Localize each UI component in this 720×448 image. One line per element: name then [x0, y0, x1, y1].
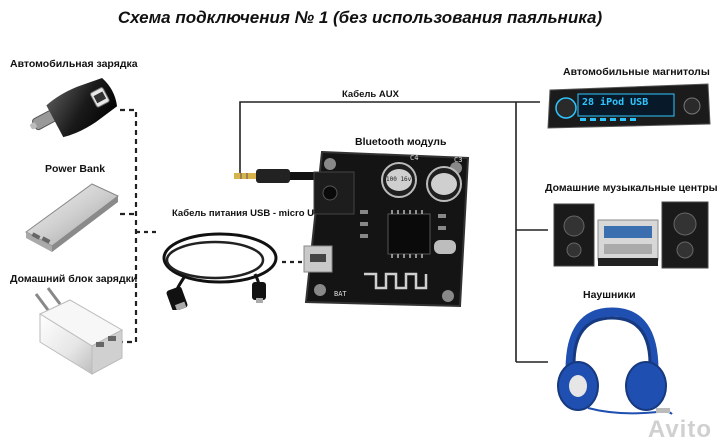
target-label-car-stereo: Автомобильные магнитолы	[563, 66, 710, 78]
module-label: Bluetooth модуль	[355, 136, 447, 148]
aux-jack-icon	[234, 169, 324, 183]
power-bank-icon	[25, 183, 119, 252]
car-stereo-icon	[547, 83, 711, 129]
silkscreen-bat: BAT	[334, 290, 347, 298]
hifi-system-icon	[553, 201, 709, 269]
silkscreen-c3: C3	[454, 156, 463, 164]
target-label-headphones: Наушники	[583, 289, 636, 301]
watermark-logo: Avito	[647, 416, 712, 443]
wall-charger-icon	[34, 287, 124, 375]
source-label-wall-charger: Домашний блок зарядки	[10, 273, 138, 285]
power-cable-label: Кабель питания USB - micro USB	[172, 208, 328, 219]
headphones-icon	[557, 307, 673, 415]
target-label-hifi: Домашние музыкальные центры	[545, 182, 718, 194]
aux-cable-label: Кабель AUX	[342, 89, 399, 100]
stereo-display-text: 28 iPod USB	[582, 97, 649, 108]
capacitor-marking: 100 16v	[386, 176, 412, 183]
silkscreen-c4: C4	[410, 154, 419, 162]
car-charger-icon	[30, 78, 118, 138]
diagram-title: Схема подключения № 1 (без использования…	[117, 8, 603, 27]
bluetooth-module-board	[303, 150, 470, 308]
source-label-power-bank: Power Bank	[45, 163, 106, 175]
source-label-car-charger: Автомобильная зарядка	[10, 58, 138, 70]
usb-micro-usb-cable-icon	[162, 232, 278, 310]
